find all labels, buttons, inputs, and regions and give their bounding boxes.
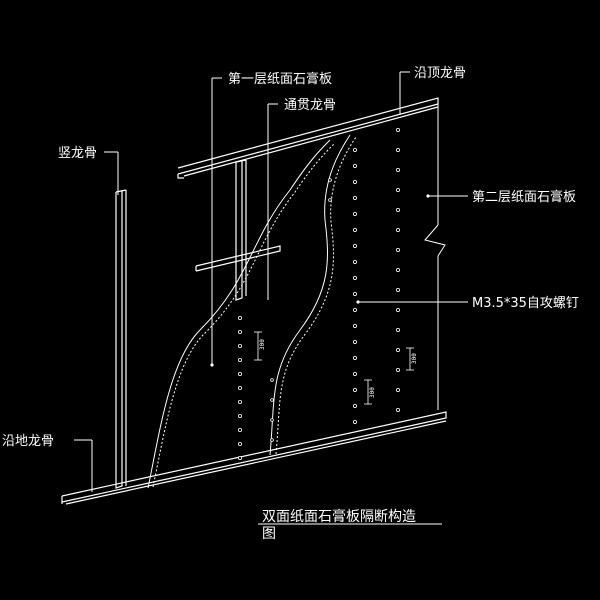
second-layer-board-outline	[424, 104, 446, 410]
dimension-marks	[254, 331, 414, 405]
diagram-title-line1: 双面纸面石膏板隔断构造	[262, 508, 416, 525]
label-top-track: 沿顶龙骨	[414, 66, 466, 81]
dimension-b: 300	[369, 387, 376, 398]
dimension-a: 300	[259, 339, 266, 350]
label-first-layer-board: 第一层纸面石膏板	[228, 71, 332, 87]
top-track	[177, 97, 439, 179]
vertical-stud-middle	[235, 159, 247, 301]
label-floor-track: 沿地龙骨	[2, 434, 54, 449]
screw-dots	[237, 127, 400, 460]
leader-lines	[74, 71, 468, 492]
label-vertical-stud: 竖龙骨	[58, 146, 97, 161]
second-layer-board-edge	[269, 134, 357, 456]
floor-track	[61, 411, 447, 505]
through-channel	[195, 245, 281, 272]
leader-dots	[210, 194, 430, 367]
dimension-c: 300	[411, 353, 418, 364]
vertical-stud-left	[115, 189, 127, 489]
diagram-title-line2: 图	[262, 526, 276, 542]
first-layer-board-edge	[147, 139, 335, 489]
label-second-layer-board: 第二层纸面石膏板	[472, 189, 576, 205]
label-screw: M3.5*35自攻螺钉	[472, 296, 579, 311]
label-through-channel: 通贯龙骨	[284, 98, 336, 113]
